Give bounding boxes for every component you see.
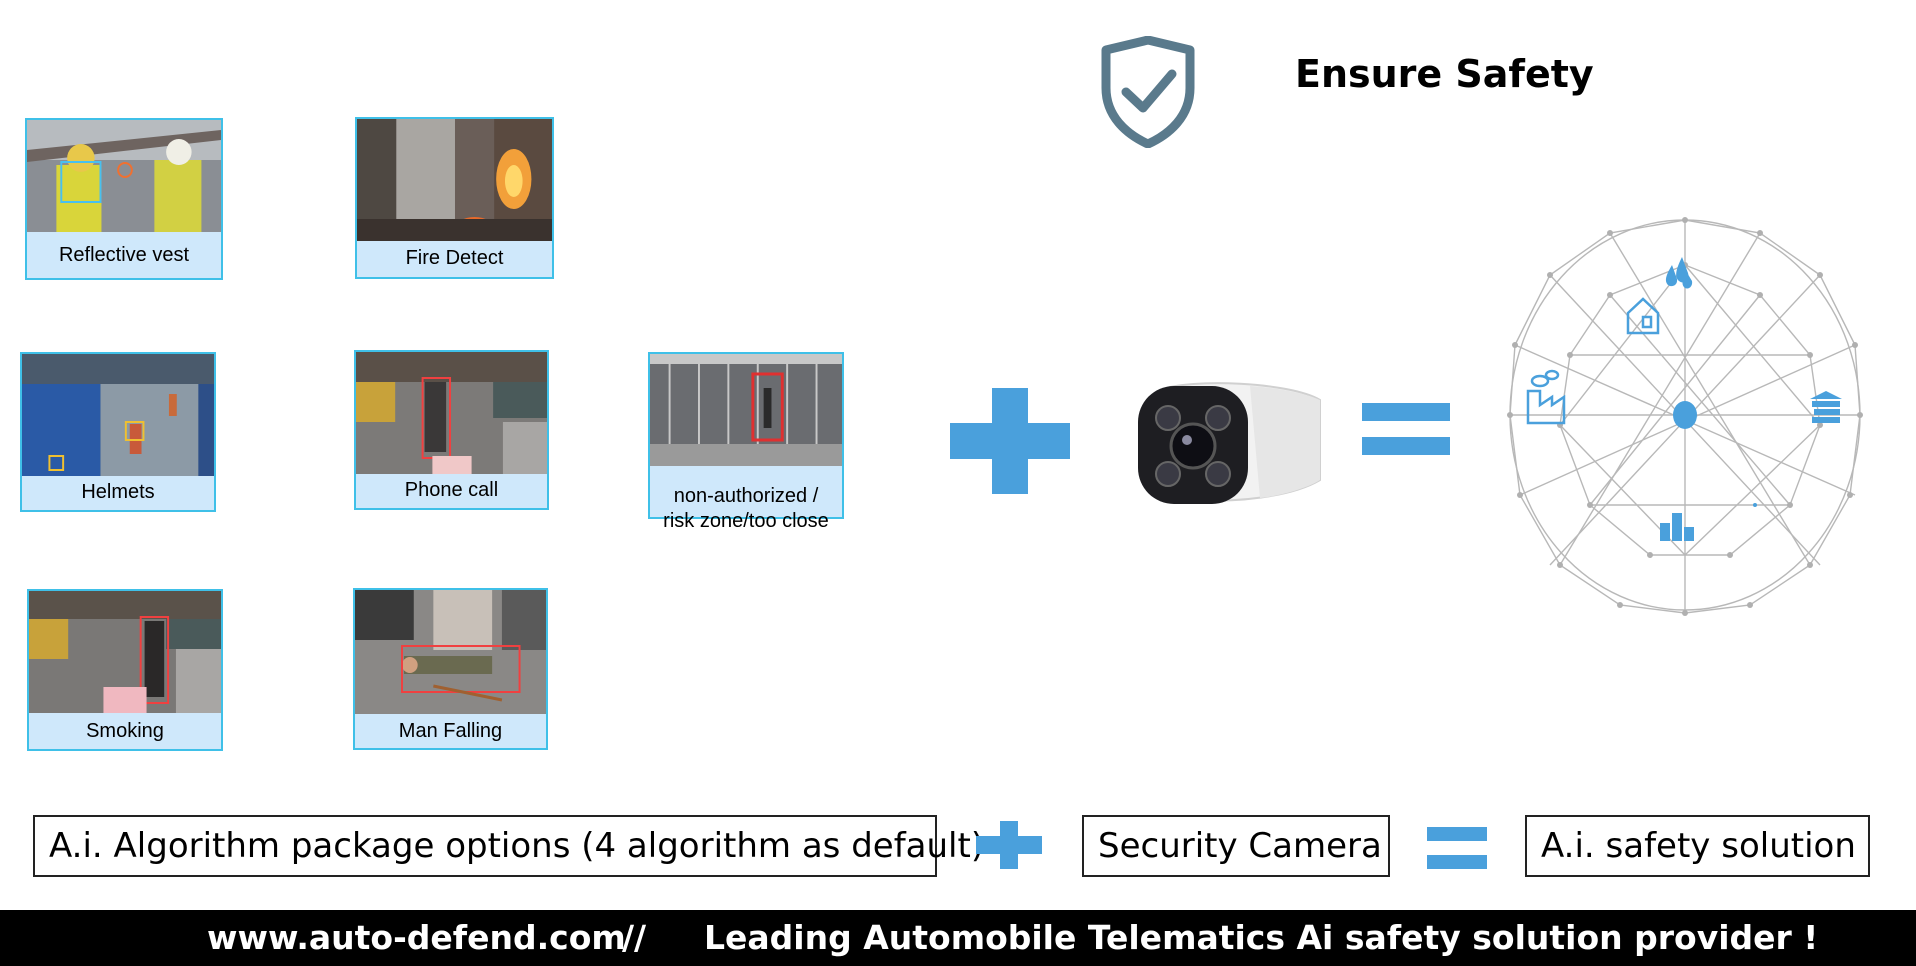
man-falling-photo [355, 590, 546, 714]
algorithm-card-fire-detect[interactable]: Fire Detect [355, 117, 554, 279]
equals-icon [1427, 827, 1487, 869]
algorithm-card-man-falling[interactable]: Man Falling [353, 588, 548, 750]
algorithm-card-phone-call[interactable]: Phone call [354, 350, 549, 510]
smoking-photo [29, 591, 221, 713]
footer-separator: // [622, 918, 647, 957]
reflective-vest-photo [27, 120, 221, 232]
equals-icon [1362, 403, 1450, 455]
plus-icon [950, 388, 1070, 494]
helmets-photo [22, 354, 214, 476]
footer-tagline: Leading Automobile Telematics Ai safety … [704, 918, 1819, 957]
card-label: Reflective vest [58, 243, 190, 266]
page-title: Ensure Safety [1295, 52, 1594, 96]
card-label: Helmets [81, 480, 155, 503]
algorithm-package-box: A.i. Algorithm package options (4 algori… [33, 815, 984, 877]
phone-call-photo [356, 352, 547, 474]
website-link[interactable]: www.auto-defend.com [207, 918, 626, 957]
footer-bar: www.auto-defend.com // Leading Automobil… [0, 910, 1916, 966]
security-camera-box: Security Camera [1082, 815, 1390, 877]
fire-detect-photo [357, 119, 552, 241]
card-label: Smoking [86, 719, 164, 742]
card-label: Phone call [404, 478, 499, 501]
algorithm-card-helmets[interactable]: Helmets [20, 352, 216, 512]
network-sphere-graphic [1500, 205, 1870, 625]
algorithm-card-non-authorized[interactable] [648, 352, 844, 519]
non-authorized-label: non-authorized / risk zone/too close [663, 485, 829, 532]
shield-check-icon [1098, 35, 1198, 153]
plus-icon [976, 821, 1042, 869]
safety-solution-box: A.i. safety solution [1525, 815, 1870, 877]
security-camera-image [1130, 370, 1330, 520]
risk-zone-photo [650, 354, 842, 466]
algorithm-card-reflective-vest[interactable]: Reflective vest [25, 118, 223, 280]
card-label: Fire Detect [405, 246, 504, 269]
card-label: Man Falling [398, 719, 503, 742]
algorithm-card-smoking[interactable]: Smoking [27, 589, 223, 751]
